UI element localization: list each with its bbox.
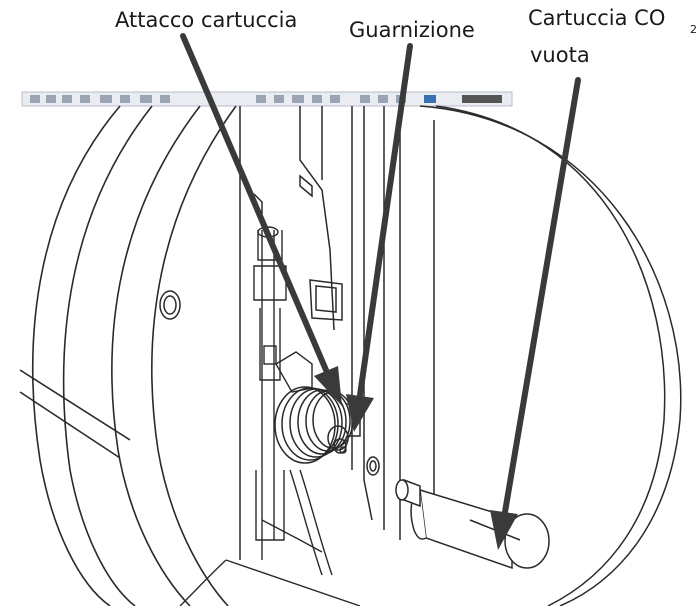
arrow-attacco-cartuccia [180, 33, 342, 406]
leader-arrows [180, 33, 581, 550]
back-plate [159, 105, 682, 607]
label-guarnizione: Guarnizione [349, 18, 475, 42]
hose [179, 469, 361, 607]
arrow-cartuccia-co2 [490, 77, 581, 550]
toolbar-strip [21, 91, 513, 107]
drum-outline [19, 105, 237, 607]
label-vuota: vuota [530, 43, 590, 67]
center-bracket [239, 106, 435, 560]
label-cartuccia-text: Cartuccia CO [528, 6, 666, 30]
label-attacco-cartuccia: Attacco cartuccia [115, 8, 298, 32]
label-co2-subscript: 2 [690, 23, 697, 36]
co2-cartridge [395, 478, 550, 570]
label-cartuccia-co2: Cartuccia CO [528, 8, 665, 29]
arrow-guarnizione [346, 43, 413, 432]
